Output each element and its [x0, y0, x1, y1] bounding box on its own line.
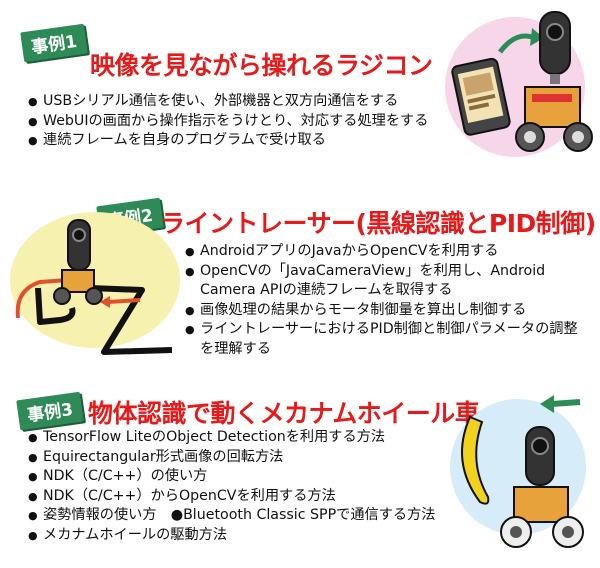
robot-car-icon: [515, 86, 593, 152]
robot-car-icon: [500, 486, 584, 548]
case-1-section: 事例1 映像を見ながら操れるラジコン USBシリアル通信を使い、外部機器と双方向…: [0, 0, 600, 175]
camera-icon: [67, 219, 91, 271]
case-2-bullet-2: OpenCVの「JavaCameraView」を利用し、Android Came…: [185, 262, 590, 301]
case-1-tag: 事例1: [20, 23, 88, 63]
case-3-bullet-2: Equirectangular形式画像の回転方法: [28, 448, 435, 468]
case-3-bullet-6: メカナムホイールの駆動方法: [28, 526, 435, 546]
case-3-bullet-4: NDK（C/C++）からOpenCVを利用する方法: [28, 487, 435, 507]
case-1-bullet-2: WebUIの画面から操作指示をうけとり、対応する処理をする: [28, 112, 428, 132]
red-arrow-icon: [15, 278, 69, 319]
case-1-bullet-1: USBシリアル通信を使い、外部機器と双方向通信をする: [28, 92, 428, 112]
arrow-icon: [551, 399, 581, 407]
smartphone-icon: [451, 57, 511, 136]
case-2-bullet-4: ライントレーサーにおけるPID制御と制御パラメータの調整を理解する: [185, 320, 590, 359]
case-3-bullet-3: NDK（C/C++）の使い方: [28, 467, 435, 487]
case-3-illustration: [450, 395, 586, 548]
case-2-title: ライントレーサー(黒線認識とPID制御): [160, 209, 596, 238]
line-track-icon: [35, 285, 173, 355]
case-2-bullet-3: 画像処理の結果からモータ制御量を算出し制御する: [185, 301, 590, 321]
case-3-bullet-5: 姿勢情報の使い方 ●Bluetooth Classic SPPで通信する方法: [28, 506, 435, 526]
case-3-bullets: TensorFlow LiteのObject Detectionを利用する方法 …: [28, 428, 435, 545]
arrow-icon: [498, 33, 533, 54]
case-3-tag: 事例3: [16, 391, 84, 431]
case-1-illustration: [445, 11, 593, 157]
case-2-section: 事例2 ライントレーサー(黒線認識とPID制御) AndroidアプリのJava…: [0, 180, 600, 375]
case-1-bullets: USBシリアル通信を使い、外部機器と双方向通信をする WebUIの画面から操作指…: [28, 92, 428, 151]
case-1-bullet-3: 連続フレームを自身のプログラムで受け取る: [28, 131, 428, 151]
banana-icon: [461, 415, 490, 505]
case-3-section: 事例3 物体認識で動くメカナムホイール車 TensorFlow LiteのObj…: [0, 380, 600, 568]
camera-icon: [525, 426, 555, 486]
robot-car-icon: [53, 269, 103, 305]
case-2-bullets: AndroidアプリのJavaからOpenCVを利用する OpenCVの「Jav…: [185, 242, 590, 359]
case-2-bullet-1: AndroidアプリのJavaからOpenCVを利用する: [185, 242, 590, 262]
case-1-title: 映像を見ながら操れるラジコン: [90, 51, 433, 80]
camera-icon: [539, 11, 571, 84]
case-2-illustration: [10, 212, 180, 355]
case-3-bullet-1: TensorFlow LiteのObject Detectionを利用する方法: [28, 428, 435, 448]
case-3-title: 物体認識で動くメカナムホイール車: [88, 399, 480, 428]
